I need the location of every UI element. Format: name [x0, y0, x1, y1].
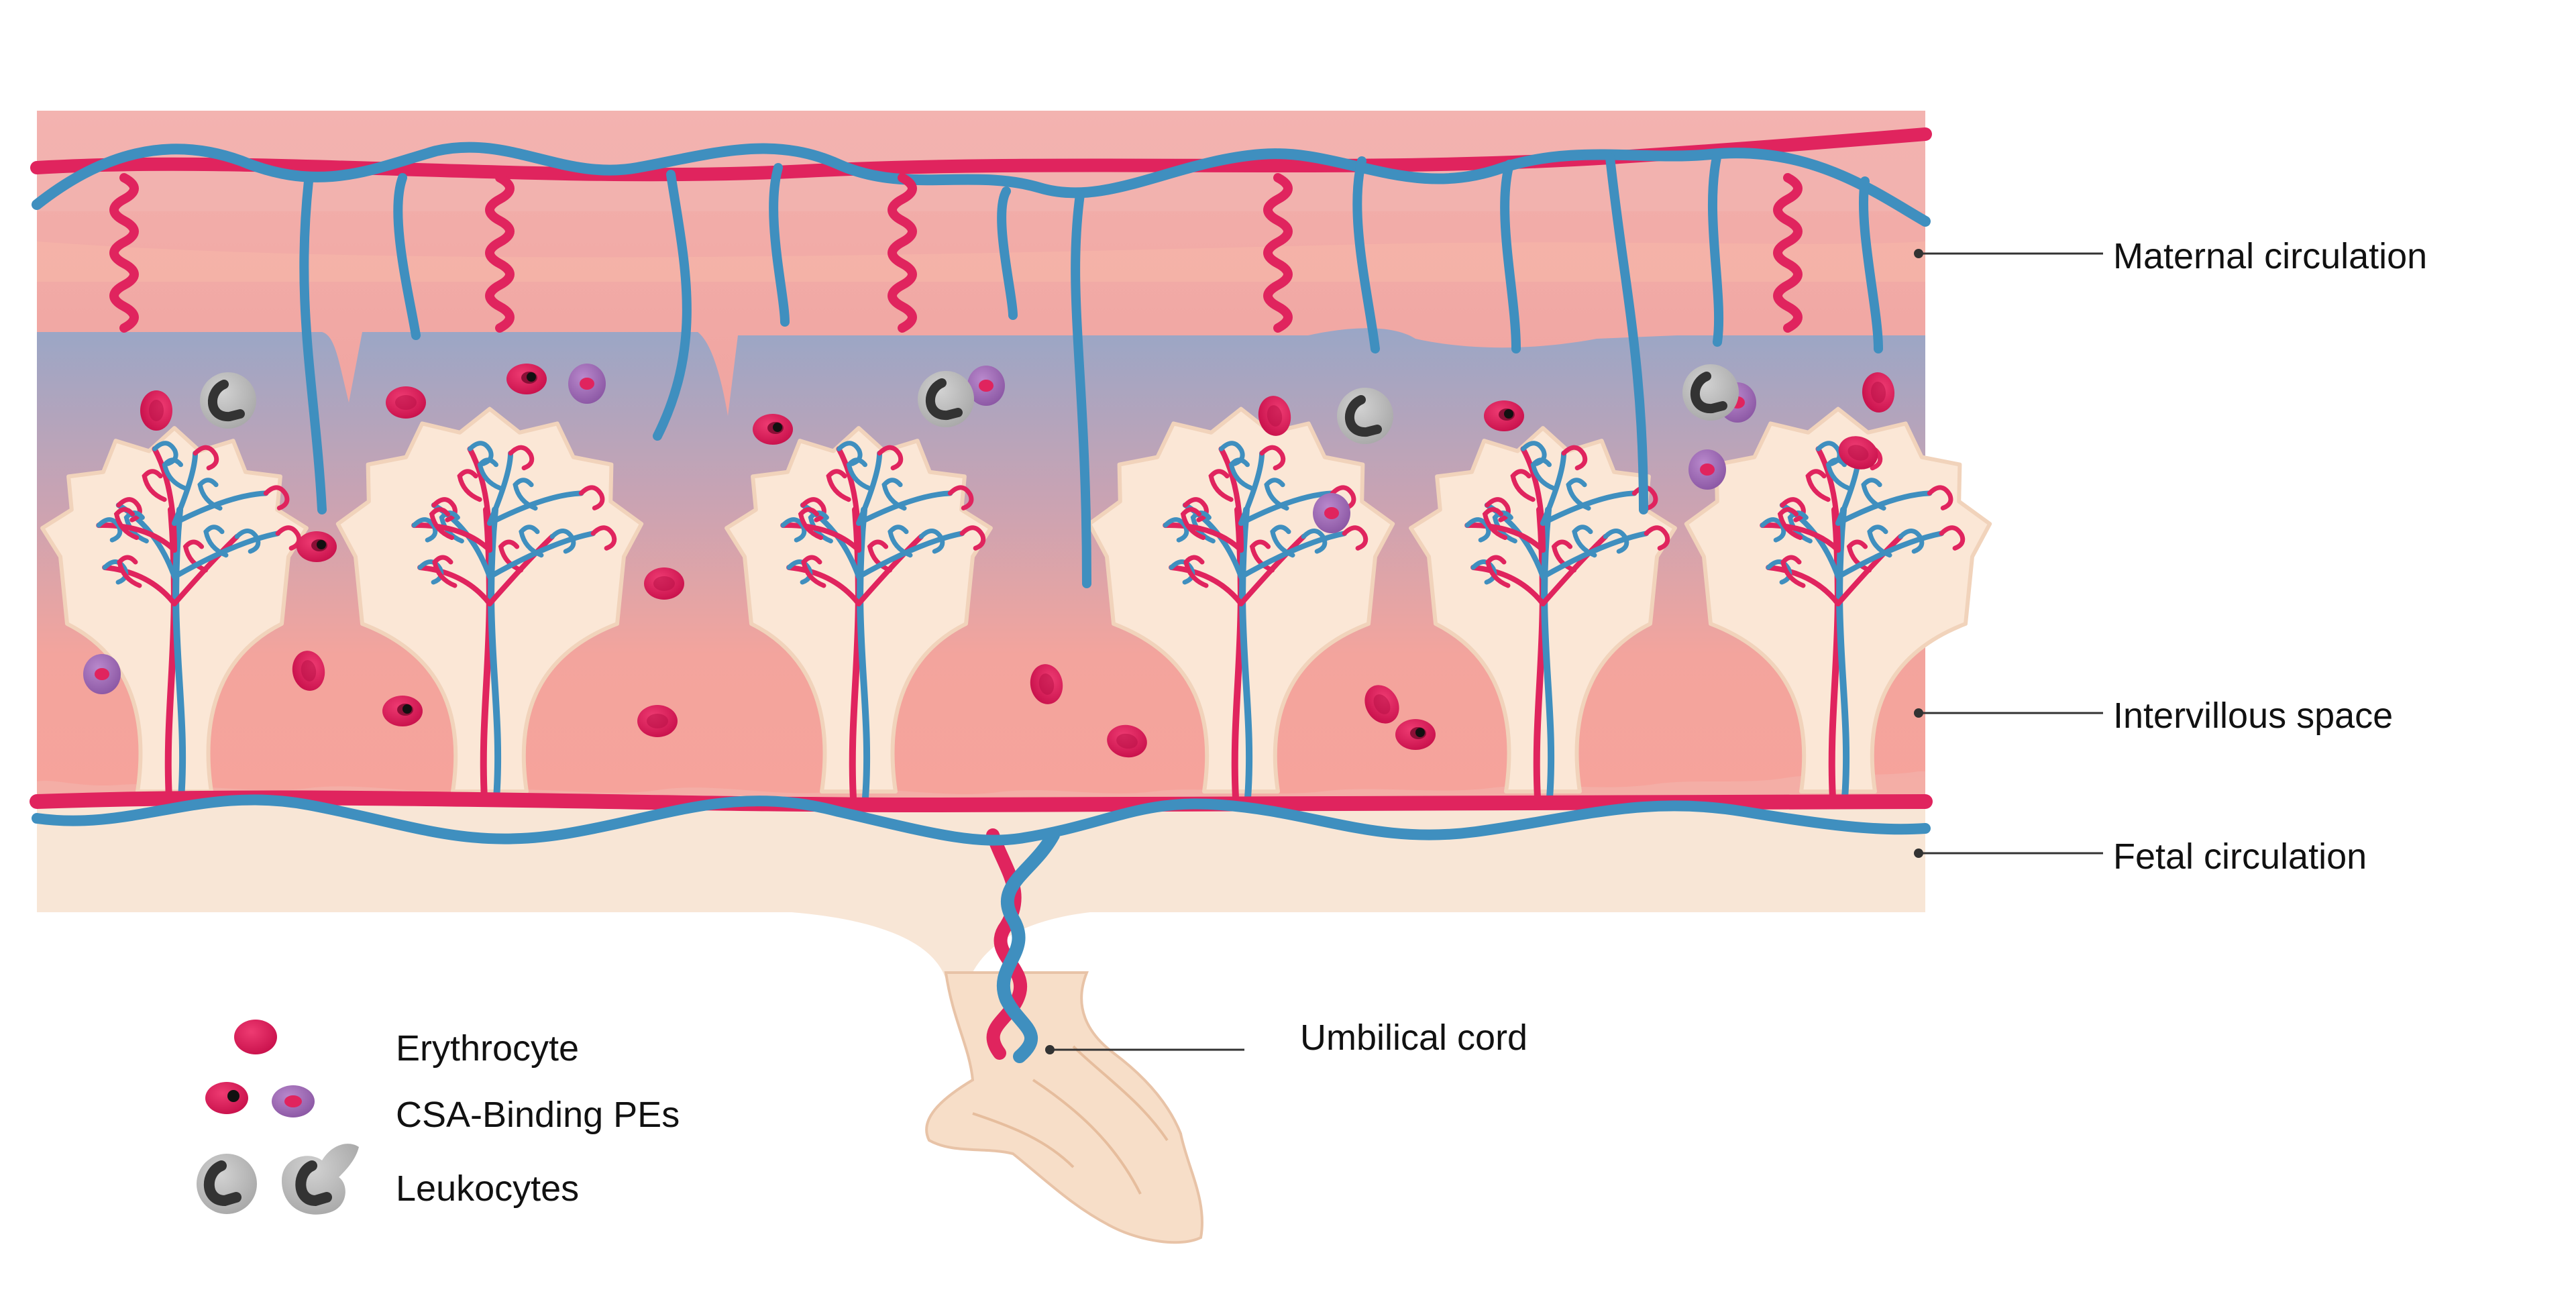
erythrocyte	[644, 567, 684, 600]
csa-binding-pe	[753, 414, 793, 445]
maternal-vein-branch	[299, 176, 327, 514]
csa-binding-pe-purple	[83, 654, 121, 694]
maternal-vein-branch	[1605, 153, 1648, 514]
label-fetal-circulation: Fetal circulation	[2113, 836, 2367, 877]
villous-tree	[335, 406, 644, 802]
erythrocyte	[1862, 372, 1895, 413]
villous-trees	[40, 406, 1992, 802]
erythrocyte	[1838, 436, 1878, 470]
maternal-vein-branch	[393, 173, 421, 340]
erythrocyte	[292, 651, 325, 691]
maternal-vein-branch	[1352, 156, 1380, 353]
csa-binding-pe	[382, 696, 423, 726]
spiral-artery	[1263, 173, 1293, 333]
leukocyte-amoeboid-icon	[282, 1144, 359, 1215]
villous-tree	[724, 426, 993, 802]
villous-tree	[40, 426, 309, 802]
maternal-vessels	[30, 127, 1932, 588]
maternal-vein-branch	[1500, 160, 1521, 353]
erythrocyte	[1364, 685, 1399, 724]
erythrocyte	[637, 705, 678, 737]
spiral-artery	[109, 173, 139, 333]
villous-tree	[1409, 426, 1677, 802]
maternal-vein-branch	[1708, 150, 1724, 347]
spiral-artery	[485, 173, 515, 333]
csa-binding-pe-purple	[967, 366, 1005, 406]
maternal-vein-branch	[653, 170, 692, 441]
fetal-vessels	[30, 790, 1933, 846]
maternal-vein-branch	[1071, 190, 1091, 588]
csa-pe-purple-icon	[272, 1085, 315, 1117]
chorionic-plate	[37, 794, 1925, 979]
spiral-artery	[1773, 173, 1803, 333]
label-intervillous-space: Intervillous space	[2113, 696, 2394, 736]
leukocyte-round-icon	[197, 1154, 257, 1214]
csa-pe-red-icon	[205, 1082, 248, 1114]
legend-leukocytes-label: Leukocytes	[396, 1168, 580, 1209]
csa-binding-pe-purple	[1313, 493, 1350, 533]
erythrocyte	[140, 390, 172, 431]
erythrocyte-icon	[234, 1020, 277, 1054]
blood-cells	[83, 364, 1895, 758]
legend-icons	[197, 1020, 359, 1215]
spiral-artery	[888, 173, 917, 333]
erythrocyte	[1258, 396, 1291, 436]
csa-binding-pe-purple	[1688, 449, 1726, 490]
csa-binding-pe	[1395, 719, 1436, 750]
legend-erythrocyte-label: Erythrocyte	[396, 1028, 580, 1069]
maternal-vein-branch	[769, 163, 790, 327]
umbilical-cord	[925, 828, 1203, 1244]
csa-binding-pe	[297, 531, 337, 562]
erythrocyte	[1107, 724, 1147, 758]
leukocyte	[200, 372, 256, 429]
leader-lines	[1045, 249, 2103, 1054]
legend-csa-binding-pes-label: CSA-Binding PEs	[396, 1095, 680, 1135]
csa-binding-pe	[1484, 400, 1524, 431]
maternal-vein-branch	[997, 186, 1018, 320]
villous-tree	[1684, 406, 1992, 802]
leukocyte	[1337, 388, 1393, 444]
erythrocyte	[1030, 664, 1063, 704]
leukocyte	[1682, 364, 1739, 421]
label-maternal-circulation: Maternal circulation	[2113, 236, 2428, 276]
csa-binding-pe	[506, 364, 547, 394]
csa-binding-pe-purple	[568, 364, 606, 404]
label-umbilical-cord: Umbilical cord	[1300, 1018, 1528, 1058]
maternal-vein-branch	[1858, 176, 1883, 353]
leukocyte	[918, 371, 974, 427]
erythrocyte	[386, 386, 426, 419]
